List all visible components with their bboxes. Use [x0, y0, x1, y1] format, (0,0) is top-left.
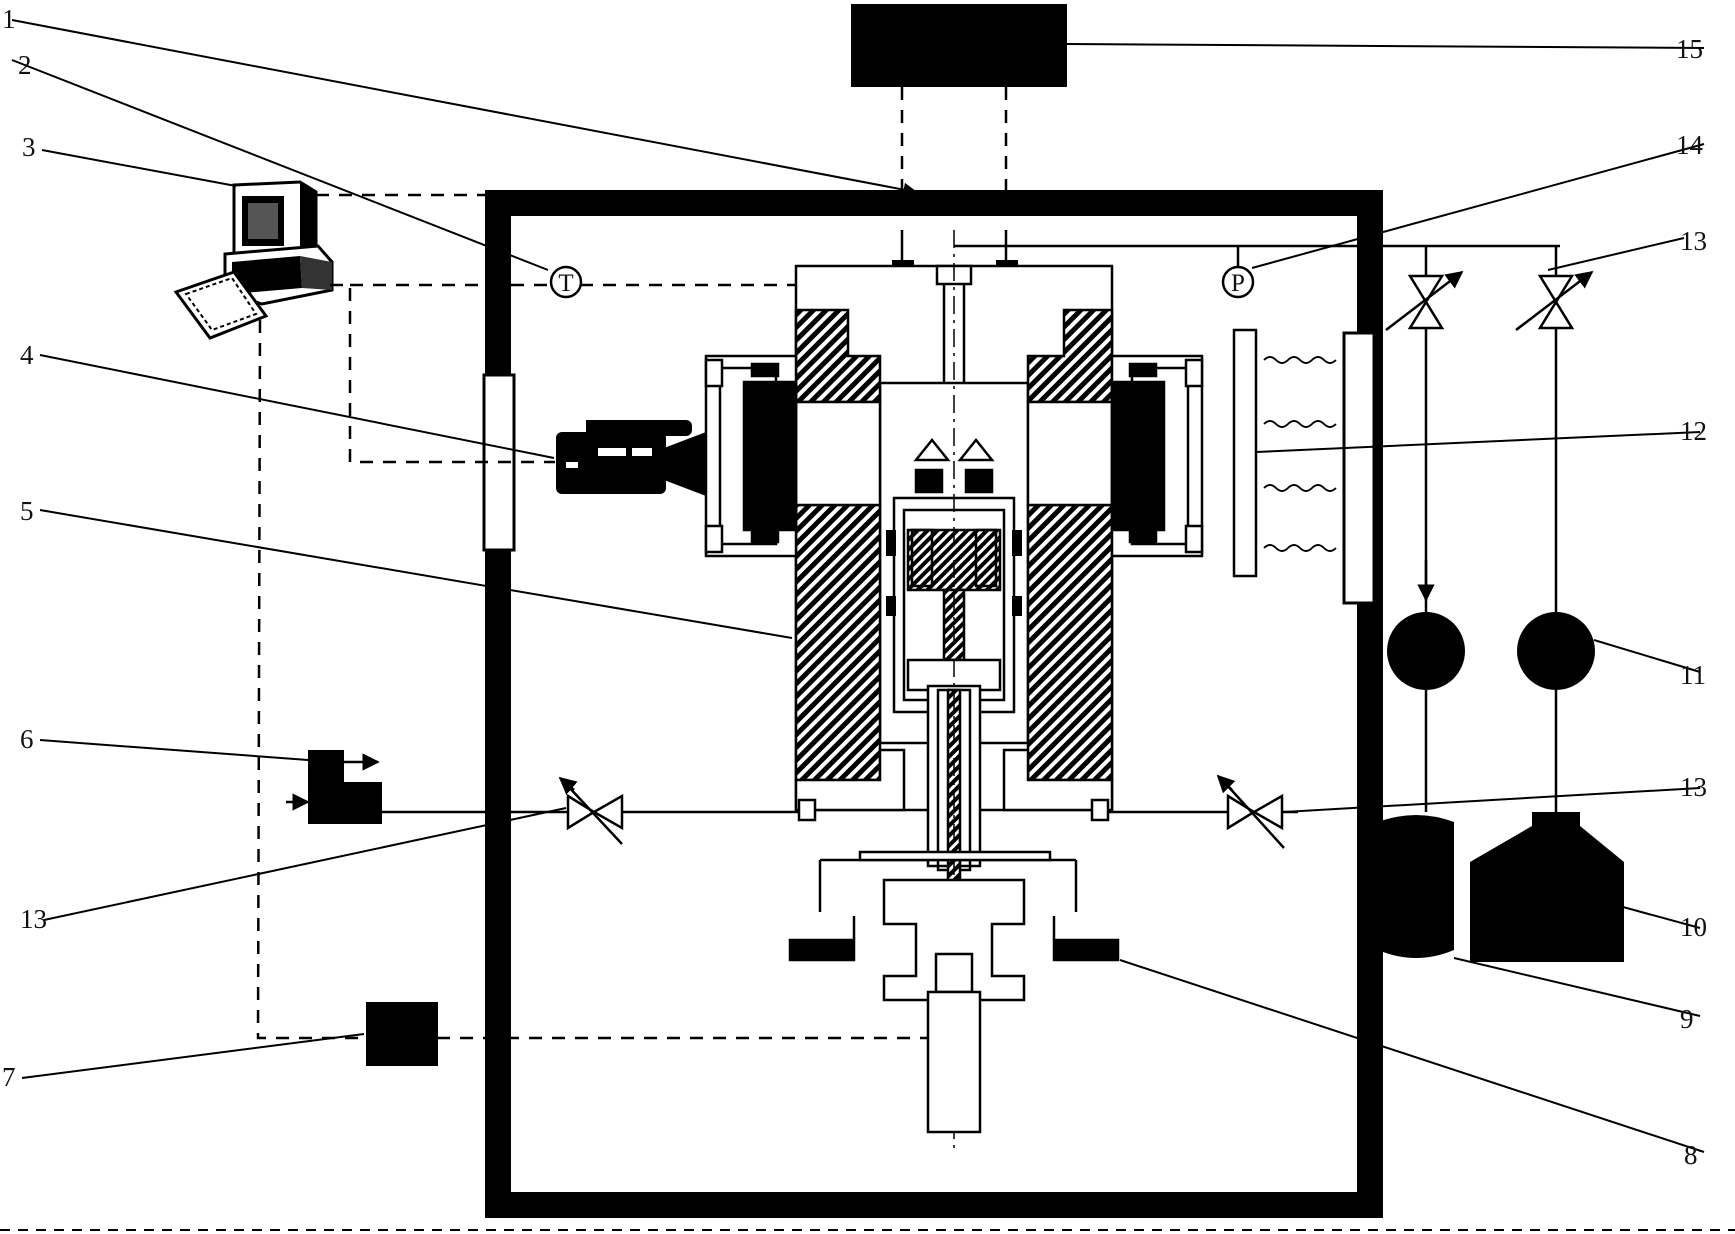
right-window-frame — [1110, 354, 1204, 558]
callout-labels: 1 2 3 4 5 6 13 7 15 14 13 12 11 13 10 9 … — [2, 4, 1707, 1170]
label-12: 12 — [1680, 416, 1707, 446]
heat-wave-lines — [1263, 356, 1337, 552]
temperature-sensor — [549, 265, 583, 299]
right-window — [1342, 331, 1376, 605]
sensor-right — [996, 260, 1018, 269]
label-11: 11 — [1680, 660, 1706, 690]
temperature-symbol: T — [558, 270, 573, 297]
pump-left — [1387, 612, 1465, 690]
controller-box — [366, 1002, 438, 1066]
label-13-right: 13 — [1680, 772, 1707, 802]
label-9: 9 — [1680, 1004, 1694, 1034]
pressure-symbol: P — [1231, 270, 1245, 297]
valve-top-right — [1515, 270, 1594, 331]
device-15-box — [851, 4, 1067, 87]
label-6: 6 — [20, 724, 34, 754]
left-window-frame — [704, 354, 798, 558]
label-14: 14 — [1676, 130, 1704, 160]
label-13-top: 13 — [1680, 226, 1707, 256]
label-8: 8 — [1684, 1140, 1698, 1170]
container-9 — [1378, 815, 1454, 958]
sensor-left — [892, 260, 914, 269]
label-1: 1 — [2, 4, 16, 34]
pressure-sensor — [1221, 265, 1255, 299]
heating-plate — [1232, 328, 1258, 578]
computer-icon — [173, 180, 334, 340]
valve-lower-left — [558, 776, 624, 845]
label-10: 10 — [1680, 912, 1707, 942]
label-4: 4 — [20, 340, 34, 370]
label-13-left: 13 — [20, 904, 47, 934]
label-15: 15 — [1676, 34, 1703, 64]
label-3: 3 — [22, 132, 36, 162]
container-10 — [1470, 812, 1624, 962]
environmental-chamber — [482, 190, 1383, 1218]
leader-lines — [11, 19, 1705, 1153]
label-5: 5 — [20, 496, 34, 526]
injector-pump — [286, 750, 382, 824]
camera-icon — [556, 420, 706, 496]
valve-top-left — [1385, 270, 1464, 331]
pump-right — [1517, 612, 1595, 690]
label-7: 7 — [2, 1062, 16, 1092]
lower-coupling — [788, 850, 1120, 1134]
label-2: 2 — [18, 50, 32, 80]
valve-lower-right — [1216, 774, 1285, 849]
